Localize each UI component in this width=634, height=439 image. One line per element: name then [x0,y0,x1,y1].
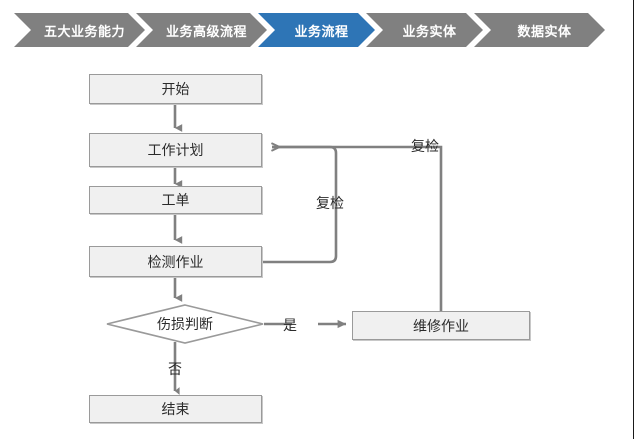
node-work-plan[interactable]: 工作计划 [89,133,262,167]
breadcrumb-item-2-label: 业务高级流程 [165,23,247,39]
diamond-shape [106,304,264,344]
node-work-order[interactable]: 工单 [89,186,262,214]
node-work-plan-label: 工作计划 [147,142,204,158]
breadcrumb-item-5-label: 数据实体 [517,23,572,39]
edge-label-recheck-outer: 复检 [411,138,439,154]
node-start-label: 开始 [161,81,190,97]
node-damage-decision[interactable]: 伤损判断 [106,304,264,344]
node-repair-task-label: 维修作业 [413,317,469,334]
edge-repair-recheck-loop [272,147,443,311]
edge-label-recheck-inner: 复检 [316,195,344,211]
edge-label-no: 否 [168,361,182,377]
node-inspection-task[interactable]: 检测作业 [89,246,262,277]
breadcrumb-item-3-label: 业务流程 [294,23,349,39]
breadcrumb-item-4[interactable]: 业务实体 [366,13,483,47]
breadcrumb: 五大业务能力 业务高级流程 业务流程 业务实体 数据实体 [0,0,634,58]
node-work-order-label: 工单 [161,192,190,208]
breadcrumb-item-4-label: 业务实体 [402,23,457,39]
breadcrumb-item-1[interactable]: 五大业务能力 [14,13,145,47]
edge-label-yes: 是 [283,317,297,333]
breadcrumb-item-3[interactable]: 业务流程 [258,13,375,47]
node-start[interactable]: 开始 [89,74,262,104]
breadcrumb-item-1-label: 五大业务能力 [43,23,125,39]
node-inspection-task-label: 检测作业 [147,253,204,270]
breadcrumb-item-5[interactable]: 数据实体 [474,13,605,47]
node-damage-decision-label: 伤损判断 [157,316,213,332]
node-repair-task[interactable]: 维修作业 [352,311,530,340]
breadcrumb-item-2[interactable]: 业务高级流程 [136,13,267,47]
node-end-label: 结束 [161,401,190,417]
node-end[interactable]: 结束 [89,395,262,423]
